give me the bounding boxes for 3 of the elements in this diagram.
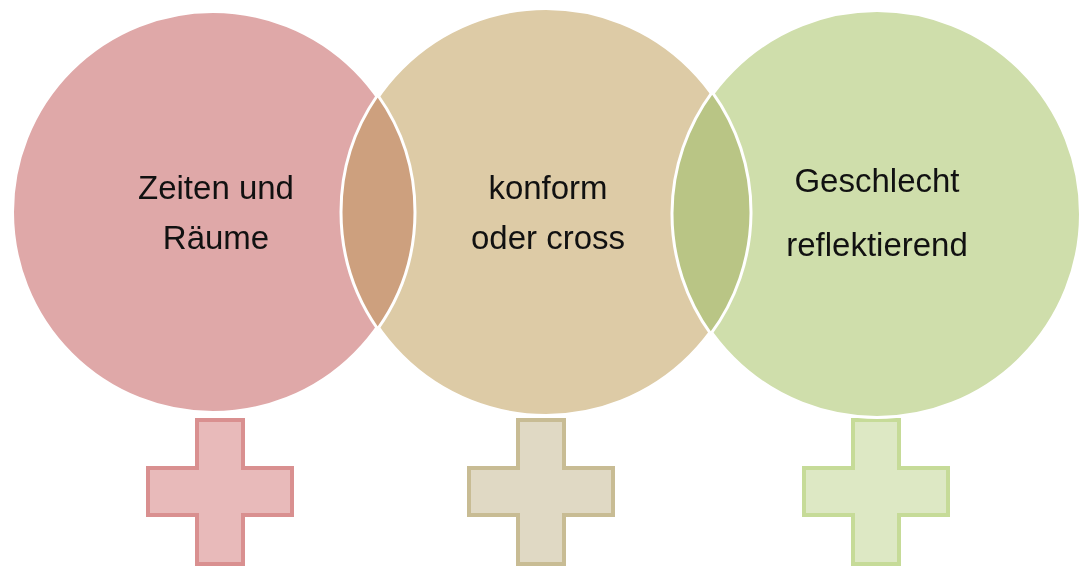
circle-label: konform oder cross: [453, 162, 643, 262]
circle-label: Geschlecht reflektierend: [752, 148, 1002, 278]
circle-label: Zeiten und Räume: [126, 162, 306, 262]
